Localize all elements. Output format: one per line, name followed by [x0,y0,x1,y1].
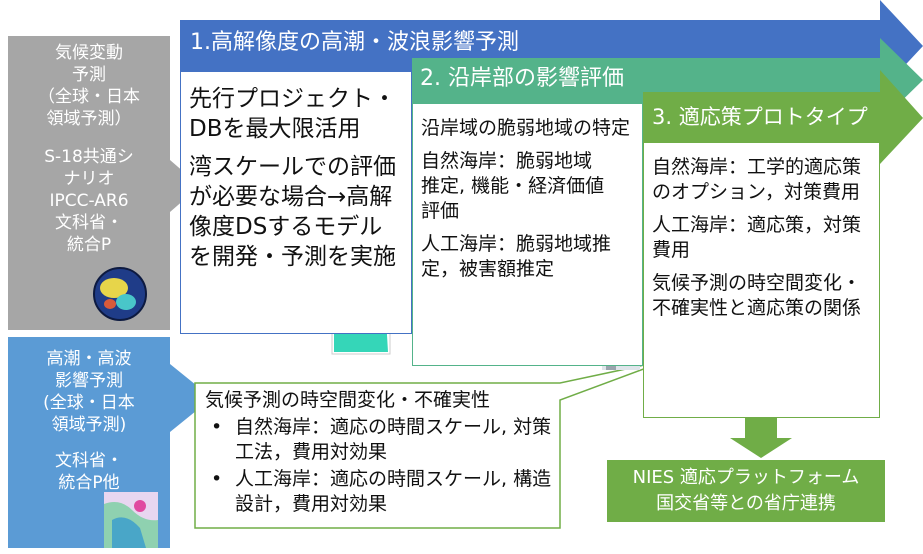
box-3-content: 自然海岸：工学的適応策のオプション，対策費用 人工海岸：適応策，対策費用 気候予… [643,143,880,418]
panel-line: 文科省・ [55,213,123,233]
panel-line: 高潮・高波 [46,349,132,369]
callout-title: 気候予測の時空間変化・不確実性 [205,389,491,411]
box-2-paragraph: 沿岸域の脆弱地域の特定 [421,117,631,139]
panel-line: 領域予測) [51,415,127,435]
panel-line: ナリオ [63,169,115,189]
box-2-paragraph: 人工海岸：脆弱地域推定，被害額推定 [421,233,612,280]
nies-line: 国交省等との省庁連携 [656,493,836,514]
panel-line: (全球・日本 [43,393,135,413]
down-arrow [730,418,792,458]
box-3-paragraph: 気候予測の時空間変化・不確実性と適応策の関係 [652,272,862,319]
box-2-paragraph: 自然海岸：脆弱地域推定, 機能・経済価値評価 [421,150,605,222]
globe-image [93,267,147,321]
callout-bullet: 自然海岸：適応の時間スケール, 対策工法，費用対効果 [205,415,555,465]
panel-line: 影響予測 [55,371,123,391]
climate-prediction-label: 気候変動 予測 （全球・日本 領域予測） S-18共通シ ナリオ IPCC-AR… [8,42,170,256]
arrow-3-shape [643,70,923,164]
panel-line: 統合P他 [58,473,120,493]
storm-surge-label: 高潮・高波 影響予測 (全球・日本 領域予測) 文科省・ 統合P他 [8,348,170,494]
panel-line: （全球・日本 [38,87,140,107]
box-3-paragraph: 人工海岸：適応策，対策費用 [652,214,862,261]
panel-line: 予測 [72,65,106,85]
storm-surge-panel [8,337,212,548]
callout-bullet-list: 自然海岸：適応の時間スケール, 対策工法，費用対効果 人工海岸：適応の時間スケー… [205,415,555,517]
callout-content: 気候予測の時空間変化・不確実性 自然海岸：適応の時間スケール, 対策工法，費用対… [205,388,555,517]
arrow-1-title: 1.高解像度の高潮・波浪影響予測 [190,30,519,55]
box-1-paragraph: 先行プロジェクト・DBを最大限活用 [189,86,396,142]
panel-line: 気候変動 [55,43,123,63]
arrow-2-title: 2. 沿岸部の影響評価 [420,66,624,91]
box-1-paragraph: 湾スケールでの評価が必要な場合→高解像度DSするモデルを開発・予測を実施 [189,154,396,270]
climate-prediction-panel [8,36,200,330]
panel-line: 領域予測） [46,109,132,129]
panel-line: 統合P [66,235,112,255]
box-2-content: 沿岸域の脆弱地域の特定 自然海岸：脆弱地域推定, 機能・経済価値評価 人工海岸：… [412,104,643,366]
panel-line: 文科省・ [55,451,123,471]
nies-line: NIES 適応プラットフォーム [632,467,860,488]
panel-line: S-18共通シ [44,147,134,167]
box-1-content: 先行プロジェクト・DBを最大限活用 湾スケールでの評価が必要な場合→高解像度DS… [180,72,412,334]
arrow-3-title: 3. 適応策プロトタイプ [652,105,868,129]
box-3-paragraph: 自然海岸：工学的適応策のオプション，対策費用 [652,156,862,203]
nies-platform-box: NIES 適応プラットフォーム 国交省等との省庁連携 [607,460,885,522]
panel-line: IPCC-AR6 [49,191,129,211]
callout-bullet: 人工海岸：適応の時間スケール, 構造設計，費用対効果 [205,467,555,517]
wave-map-image [104,492,158,548]
